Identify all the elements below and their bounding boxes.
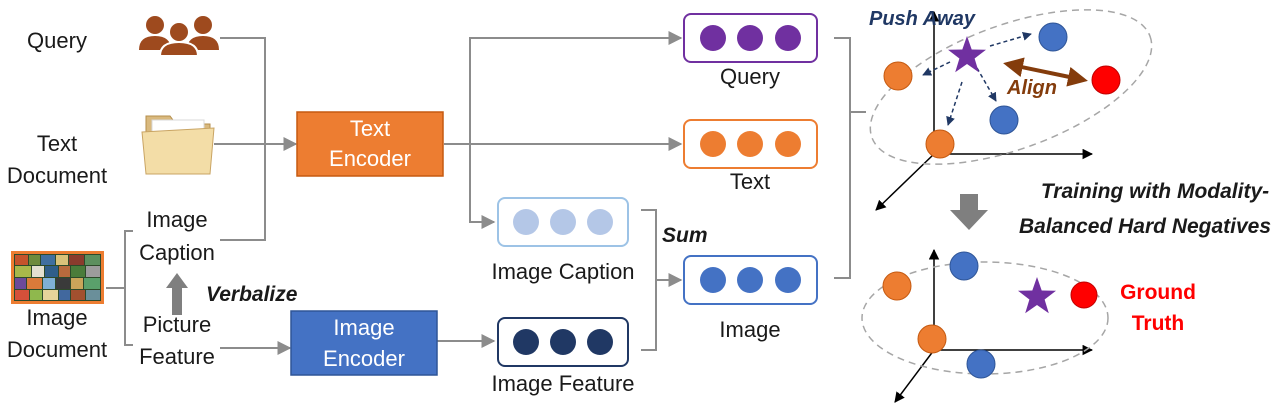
input-connectors xyxy=(106,31,866,355)
orange-point xyxy=(925,129,955,159)
push-arrow xyxy=(976,67,997,102)
picture-feature-label-line1: Picture xyxy=(143,312,211,337)
image-encoder-box: Image Encoder xyxy=(290,310,438,376)
query-embedding-dot xyxy=(737,25,763,51)
query-input-label: Query xyxy=(27,28,87,53)
image-caption-embedding-label: Image Caption xyxy=(491,259,634,284)
verbalize-arrow xyxy=(166,273,188,315)
image-document-label-line2: Document xyxy=(7,337,107,362)
training-label-line2: Balanced Hard Negatives xyxy=(1019,215,1271,238)
image-collage-icon xyxy=(11,251,104,304)
push-arrow xyxy=(922,61,951,76)
image-feature-embedding-label: Image Feature xyxy=(491,371,634,396)
bottom-z-axis xyxy=(894,349,935,403)
blue-point xyxy=(949,251,979,281)
image-embedding-label: Image xyxy=(719,317,780,342)
image-caption-input-label-line1: Image xyxy=(146,207,207,232)
ground-truth-label-line2: Truth xyxy=(1132,312,1185,335)
folder-icon xyxy=(141,115,215,175)
text-embedding xyxy=(683,119,818,169)
image-feature-embedding xyxy=(497,317,629,367)
image-caption-embedding xyxy=(497,197,629,247)
users-icon xyxy=(139,16,219,57)
blue-point xyxy=(966,349,996,379)
orange-point xyxy=(882,271,912,301)
encoder-to-query-arrow xyxy=(469,31,683,144)
align-label: Align xyxy=(1006,77,1057,99)
image-embedding-dot xyxy=(737,267,763,293)
text-document-label-line2: Document xyxy=(7,163,107,188)
query-embedding-dot xyxy=(700,25,726,51)
query-star xyxy=(948,36,986,73)
sum-label: Sum xyxy=(662,224,708,247)
caption-embedding-dot xyxy=(587,209,613,235)
ground-truth-point xyxy=(1091,65,1121,95)
query-embedding xyxy=(683,13,818,63)
image-document-label-line1: Image xyxy=(26,305,87,330)
image-encoder-label-line1: Image xyxy=(333,315,394,340)
text-embedding-dot xyxy=(737,131,763,157)
push-away-label: Push Away xyxy=(869,8,976,30)
push-arrow xyxy=(946,81,963,126)
text-encoder-label-line1: Text xyxy=(350,116,390,141)
image-caption-input-label-line2: Caption xyxy=(139,240,215,265)
image-encoder-label-line2: Encoder xyxy=(323,346,405,371)
top-embedding-space: Push Away Align xyxy=(869,8,1153,211)
query-star xyxy=(1018,277,1056,314)
query-embedding-dot xyxy=(775,25,801,51)
encoder-to-caption-arrow xyxy=(469,144,496,229)
text-encoder-label-line2: Encoder xyxy=(329,146,411,171)
top-cluster-boundary xyxy=(869,9,1153,165)
verbalize-label: Verbalize xyxy=(206,283,298,306)
ground-truth-point xyxy=(1070,281,1098,309)
push-arrow xyxy=(989,31,1032,47)
image-embedding-dot xyxy=(775,267,801,293)
orange-point xyxy=(917,324,947,354)
orange-point xyxy=(883,61,913,91)
feature-embedding-dot xyxy=(550,329,576,355)
caption-embedding-dot xyxy=(550,209,576,235)
blue-point xyxy=(1038,22,1068,52)
text-embedding-label: Text xyxy=(730,169,770,194)
query-caption-bracket xyxy=(220,37,266,241)
text-embedding-dot xyxy=(775,131,801,157)
text-encoder-box: Text Encoder xyxy=(296,111,444,177)
text-embedding-dot xyxy=(700,131,726,157)
caption-embedding-dot xyxy=(513,209,539,235)
feature-embedding-dot xyxy=(587,329,613,355)
image-embedding xyxy=(683,255,818,305)
picture-feature-label-line2: Feature xyxy=(139,344,215,369)
blue-point xyxy=(989,105,1019,135)
training-label-line1: Training with Modality- xyxy=(1041,180,1269,203)
align-arrow xyxy=(1003,57,1088,87)
training-arrow xyxy=(950,194,988,230)
feature-embedding-dot xyxy=(513,329,539,355)
top-z-axis xyxy=(875,153,935,211)
bottom-embedding-space: Ground Truth xyxy=(861,248,1196,403)
image-document-bracket xyxy=(124,230,133,346)
sum-bracket xyxy=(641,209,657,351)
embeddings-bracket xyxy=(834,37,851,279)
ground-truth-label-line1: Ground xyxy=(1120,281,1196,304)
text-document-label-line1: Text xyxy=(37,131,77,156)
query-embedding-label: Query xyxy=(720,64,780,89)
image-embedding-dot xyxy=(700,267,726,293)
